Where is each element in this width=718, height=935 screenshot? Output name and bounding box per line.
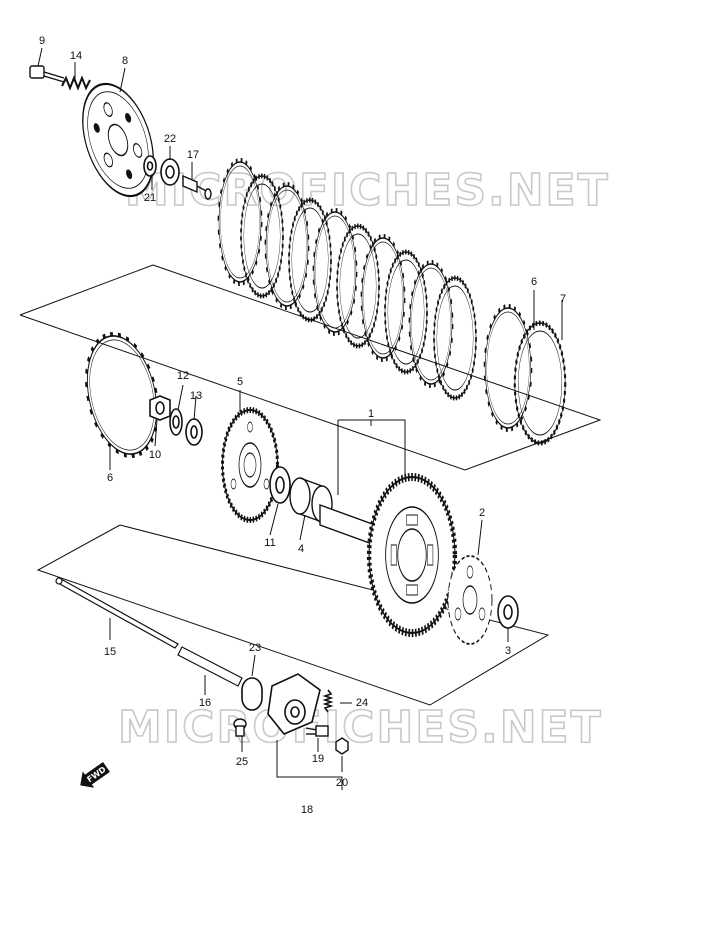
callout-3: 3 [504,645,512,657]
bolt-25 [233,718,247,737]
callout-11: 11 [264,537,276,549]
callout-20: 20 [335,777,349,789]
callout-2: 2 [478,507,486,519]
callout-12: 12 [176,370,190,382]
pressure-plate [82,82,154,198]
callout-25: 25 [235,756,249,768]
callout-6-top: 6 [530,276,538,288]
clutch-plate-frame [19,264,602,471]
cap-23 [241,677,263,711]
leader-lines [37,47,563,790]
watermark-bottom: MICROFICHES.NET [118,702,603,753]
sleeve-hub-5 [221,407,279,523]
primary-driven-gear-1 [319,473,458,637]
bolt-19 [305,725,329,737]
nut-20 [335,737,349,755]
callout-13: 13 [189,390,203,402]
thrust-washer-11 [269,466,291,504]
callout-16: 16 [198,697,212,709]
callout-23: 23 [248,642,262,654]
release-cylinder-18 [267,673,321,735]
callout-1: 1 [367,408,375,420]
spacer-3 [497,595,519,629]
fwd-arrow-icon: FWD [80,762,110,788]
push-rod-15 [55,577,179,649]
loose-clutch-plate [73,325,171,465]
bearing-22 [160,158,180,186]
callout-21: 21 [143,192,157,204]
spring-part [61,75,91,91]
callout-8: 8 [121,55,129,67]
callout-17: 17 [186,149,200,161]
washer-13 [185,418,203,446]
callout-14: 14 [69,50,83,62]
callout-15: 15 [103,646,117,658]
pump-drive-gear-2 [447,555,493,645]
push-rod-16 [177,646,243,687]
callout-18: 18 [300,804,314,816]
nut-10 [149,395,171,421]
bolt-part [29,65,65,83]
callout-5: 5 [236,376,244,388]
callout-6-left: 6 [106,472,114,484]
callout-7: 7 [559,293,567,305]
washer-21 [143,155,157,177]
callout-24: 24 [355,697,369,709]
washer-12 [169,408,183,436]
pushrod-pin-17 [182,174,212,200]
callout-10: 10 [148,449,162,461]
spring-24 [322,689,334,713]
callout-22: 22 [163,133,177,145]
callout-9: 9 [38,35,46,47]
callout-4: 4 [297,543,305,555]
callout-19: 19 [311,753,325,765]
